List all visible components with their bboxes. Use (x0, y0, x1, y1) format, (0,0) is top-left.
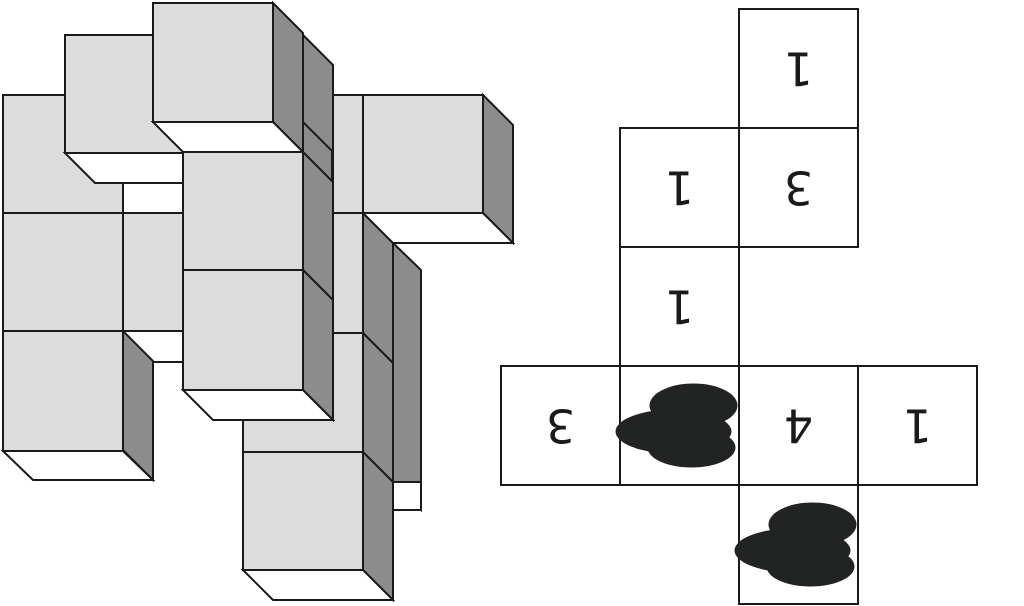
cube-net: 1 1 3 1 3 4 1 (500, 8, 978, 605)
net-cell-frame (500, 365, 621, 486)
net-upper-right-cell: 3 (738, 127, 859, 248)
net-cell-frame (857, 365, 978, 486)
net-cell-label: 3 (546, 399, 575, 453)
cube-left-middle (2, 212, 186, 363)
net-row-cell-2 (615, 365, 740, 486)
cube-left-bottom (0, 328, 156, 483)
blob-symbol-icon (734, 502, 857, 587)
net-row-cell-4: 1 (857, 365, 978, 486)
net-cell-label: 1 (665, 161, 694, 215)
cube-top-center (150, 0, 334, 155)
cube-center-front (180, 149, 336, 423)
net-cell-label: 1 (665, 280, 694, 334)
net-cell-frame (738, 365, 859, 486)
net-upper-left-cell: 1 (619, 127, 740, 248)
net-cell-frame (738, 127, 859, 248)
cube-top-right (360, 92, 516, 246)
net-row-cell-3: 4 (738, 365, 859, 486)
net-cell-label: 1 (784, 42, 813, 96)
net-bottom-cell (734, 484, 859, 605)
blob-symbol-icon (615, 383, 738, 468)
net-middle-cell: 1 (619, 246, 740, 367)
net-cell-label: 1 (903, 399, 932, 453)
cube-structure (0, 0, 516, 603)
net-cell-label: 4 (784, 399, 813, 453)
net-cell-frame (738, 8, 859, 129)
net-row-cell-1: 3 (500, 365, 621, 486)
net-top-cell: 1 (738, 8, 859, 129)
net-cell-label: 3 (784, 161, 813, 215)
